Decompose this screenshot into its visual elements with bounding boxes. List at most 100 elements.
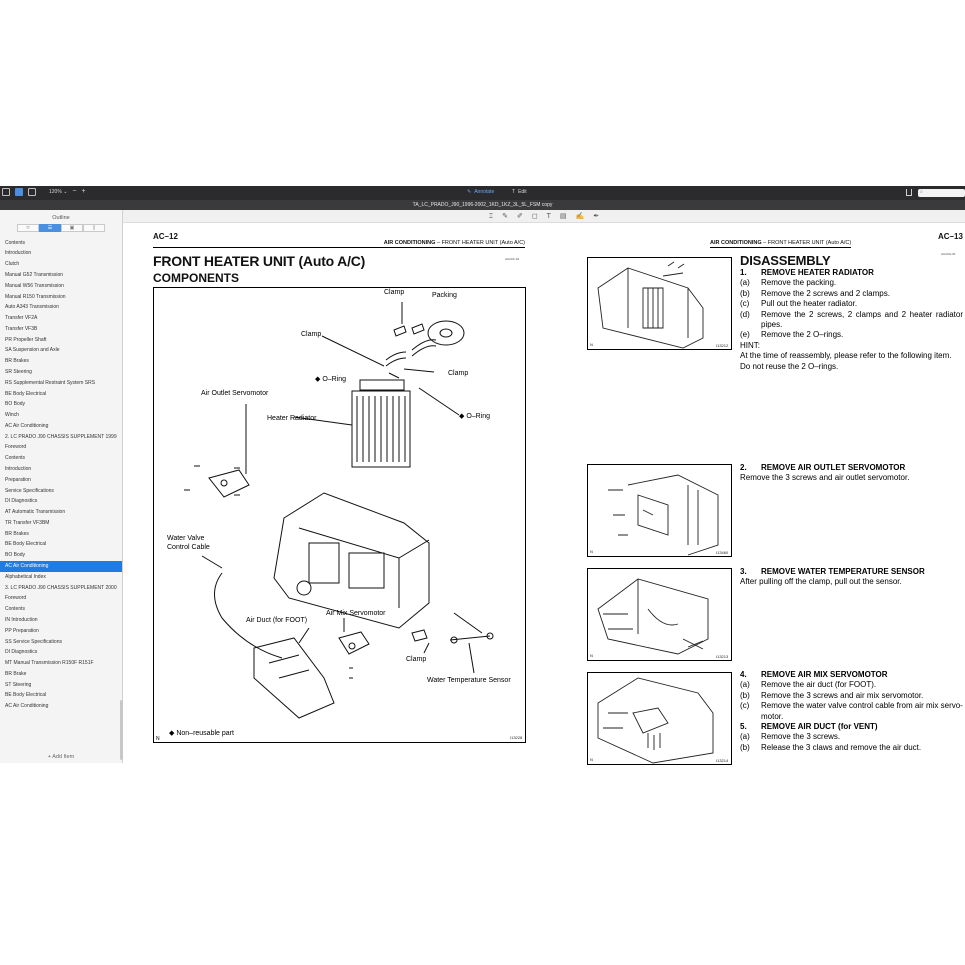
outline-item[interactable]: AC Air Conditioning — [0, 561, 122, 573]
thumbnails-tab-icon[interactable]: ▣ — [61, 224, 83, 232]
toolbar: 120% ⌄ − + ✎ Annotate T Edit ⌕ — [0, 186, 965, 200]
annotate-label: Annotate — [474, 189, 495, 195]
step-letter: (b) — [740, 742, 750, 752]
shapes-icon[interactable]: ◻ — [531, 212, 538, 220]
outline-item[interactable]: BR Brakes — [5, 358, 29, 365]
section-title: COMPONENTS — [153, 271, 240, 285]
outline-item[interactable]: RS Supplemental Restraint System SRS — [5, 379, 96, 386]
step-number: 5. — [740, 722, 747, 732]
outline-item[interactable]: Service Specifications — [5, 487, 54, 494]
outline-item[interactable]: DI Diagnostics — [5, 649, 38, 656]
annotate-mode-button[interactable]: ✎ Annotate — [467, 189, 494, 195]
outline-item[interactable]: Preparation — [5, 476, 31, 483]
figure-id: I13213 — [716, 654, 729, 659]
page-title: FRONT HEATER UNIT (Auto A/C) — [153, 253, 366, 269]
outline-item[interactable]: AT Automatic Transmission — [5, 509, 66, 516]
pages-tab-icon[interactable]: ▯ — [83, 224, 105, 232]
figure-1-drawing — [597, 261, 704, 349]
outline-item[interactable]: Foreword — [5, 444, 27, 451]
toolbar-left: 120% ⌄ − + — [2, 188, 86, 196]
outline-item[interactable]: BO Body — [5, 401, 26, 408]
outline-item[interactable]: Transfer VF3B — [5, 325, 38, 332]
search-input[interactable]: ⌕ — [918, 189, 965, 197]
figure-id: I13214 — [716, 758, 729, 763]
outline-item[interactable]: Manual G52 Transmission — [5, 271, 64, 278]
outline-item[interactable]: Winch — [5, 412, 19, 419]
outline-item[interactable]: Transfer VF2A — [5, 315, 38, 322]
outline-item[interactable]: BR Brakes — [5, 530, 29, 537]
view-mode-icon[interactable] — [15, 188, 23, 196]
note-icon[interactable]: ▤ — [559, 212, 567, 220]
outline-item[interactable]: ST Steering — [5, 681, 32, 688]
signature-icon[interactable]: ✍ — [575, 212, 585, 220]
step-text: Remove the 3 screws and air mix servomot… — [761, 690, 924, 700]
pen-tool-icon[interactable]: ✎ — [502, 212, 508, 220]
figure-2-drawing — [608, 474, 719, 556]
outline-item[interactable]: PP Preparation — [5, 627, 39, 634]
figure-id: I13460 — [716, 550, 729, 555]
outline-item[interactable]: Clutch — [5, 261, 20, 268]
zoom-out-button[interactable]: − — [72, 188, 77, 195]
outline-item[interactable]: BR Brake — [5, 670, 27, 677]
text-tool-icon[interactable]: T — [546, 212, 551, 220]
hint-text: Do not reuse the 2 O–rings. — [740, 361, 839, 371]
outline-item[interactable]: Auto A343 Transmission — [5, 304, 59, 311]
text-edit-icon: T — [512, 189, 516, 195]
outline-item[interactable]: Manual W56 Transmission — [5, 282, 64, 289]
outline-item[interactable]: Introduction — [5, 250, 32, 257]
outline-item[interactable]: 2. LC PRADO J90 CHASSIS SUPPLEMENT 1999 — [5, 433, 117, 440]
step-heading: REMOVE AIR MIX SERVOMOTOR — [761, 670, 888, 679]
outline-item[interactable]: SA Suspension and Axle — [5, 347, 60, 354]
outline-item[interactable]: Manual R150 Transmission — [5, 293, 66, 300]
outline-tab-icon[interactable]: ☰ — [39, 224, 61, 232]
step-text: Remove the air duct (for FOOT). — [761, 680, 877, 690]
outline-item[interactable]: BE Body Electrical — [5, 541, 47, 548]
outline-item[interactable]: IN Introduction — [5, 616, 38, 623]
outline-item[interactable]: BE Body Electrical — [5, 692, 47, 699]
outline-item[interactable]: TR Transfer VF3BM — [5, 519, 50, 526]
step-number: 1. — [740, 268, 747, 277]
disassembly-figure-4: N I13214 — [587, 672, 732, 765]
outline-item[interactable]: AC Air Conditioning — [5, 422, 49, 429]
highlighter-icon[interactable]: ✐ — [516, 212, 523, 220]
zoom-level[interactable]: 120% ⌄ — [49, 189, 68, 195]
figure-id: I13212 — [716, 343, 729, 348]
outline-item[interactable]: Contents — [5, 455, 26, 462]
outline-item[interactable]: Introduction — [5, 466, 32, 472]
outline-item[interactable]: SR Steering — [5, 368, 32, 375]
add-item-button[interactable]: + Add Item — [47, 754, 75, 760]
color-picker-icon[interactable]: ✒ — [593, 212, 600, 220]
outline-item[interactable]: PR Propeller Shaft — [5, 336, 47, 343]
zoom-in-button[interactable]: + — [81, 188, 86, 195]
bookmark-tab-icon[interactable]: ⌑ — [17, 224, 39, 232]
grid-view-icon[interactable] — [28, 188, 36, 196]
share-icon[interactable] — [906, 189, 912, 196]
text-select-icon[interactable]: ⌶ — [488, 212, 494, 220]
outline-item[interactable]: Contents — [5, 606, 26, 613]
outline-item[interactable]: 3. LC PRADO J90 CHASSIS SUPPLEMENT 2000 — [5, 584, 117, 591]
outline-item[interactable]: BE Body Electrical — [5, 390, 47, 397]
step-number: 2. — [740, 463, 747, 472]
sidebar-scrollbar[interactable] — [120, 700, 123, 760]
outline-item[interactable]: Foreword — [5, 595, 27, 602]
label-clamp-right: Clamp — [448, 370, 469, 377]
label-oring-right: ◆ O–Ring — [459, 413, 491, 420]
outline-item[interactable]: BO Body — [5, 552, 26, 559]
outline-item[interactable]: AC Air Conditioning — [5, 703, 49, 710]
step-text: Remove the 2 screws and 2 clamps. — [761, 288, 890, 298]
hint-text: At the time of reassembly, please refer … — [740, 351, 952, 361]
outline-item[interactable]: DI Diagnostics — [5, 498, 38, 505]
outline-item[interactable]: Alphabetical Index — [5, 573, 46, 580]
sidebar-toggle-icon[interactable] — [2, 188, 10, 196]
outline-item[interactable]: Contents — [5, 239, 26, 246]
outline-item[interactable]: SS Service Specifications — [5, 638, 62, 645]
outline-item[interactable]: MT Manual Transmission R150F R151F — [5, 660, 94, 667]
label-clamp-left: Clamp — [301, 331, 322, 338]
step-letter: (b) — [740, 288, 750, 298]
components-diagram: N Clamp Packing Clamp ◆ O–Ring Clamp Air… — [153, 287, 526, 743]
step-letter: (c) — [740, 701, 750, 711]
step-heading: REMOVE WATER TEMPERATURE SENSOR — [761, 567, 925, 576]
disassembly-figure-3: N I13213 — [587, 568, 732, 661]
edit-mode-button[interactable]: T Edit — [512, 189, 527, 195]
hint-label: HINT: — [740, 340, 760, 350]
